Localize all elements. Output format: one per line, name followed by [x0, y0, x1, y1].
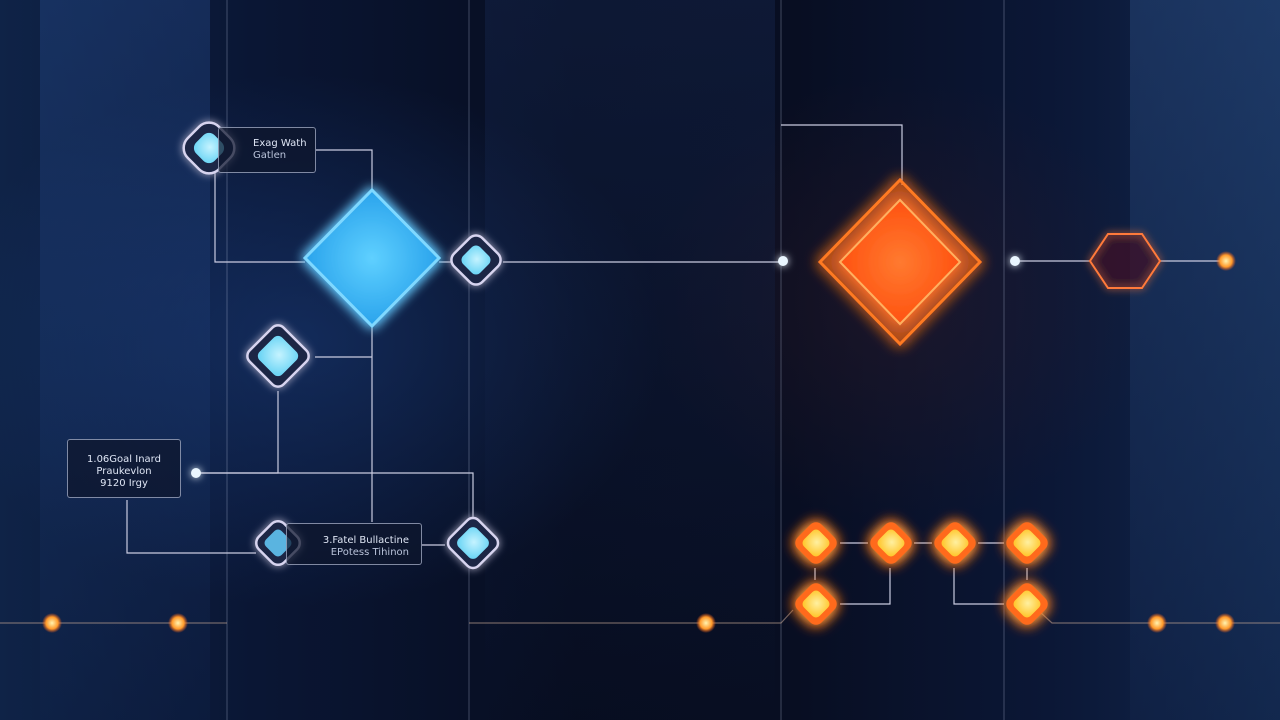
- wall-panel-right: [1130, 0, 1280, 720]
- wall-panel-left: [40, 0, 210, 720]
- glow-dot-1: [42, 613, 62, 633]
- yellow-node-5: [795, 583, 837, 625]
- connector-start-to-decision: [214, 160, 305, 263]
- connector-midnode-down: [196, 391, 279, 474]
- junction-dot-right: [1010, 256, 1020, 266]
- yellow-node-3: [934, 522, 976, 564]
- label-top-line1: Exag Wath: [253, 138, 307, 149]
- glow-dot-6: [1216, 251, 1236, 271]
- label-bottom-line1: 3.Fatel Bullactine: [322, 535, 409, 546]
- glow-dots: [42, 251, 1236, 633]
- yellow-nodes: [795, 522, 1048, 625]
- glow-dot-4: [1147, 613, 1167, 633]
- glow-dot-2: [168, 613, 188, 633]
- node-after-decision: [450, 234, 502, 286]
- label-left-line3: 9120 Irgy: [100, 478, 148, 489]
- baseline-center: [469, 609, 794, 624]
- baseline-right: [1039, 611, 1280, 624]
- decision-diamond-blue: [302, 187, 442, 329]
- connector-orange-top: [781, 124, 903, 185]
- decision-diamond-orange: [817, 177, 983, 347]
- label-left-line2: Praukevlon: [96, 466, 152, 477]
- label-left: 1.06Goal Inard Praukevlon 9120 Irgy: [67, 439, 181, 498]
- label-left-line1: 1.06Goal Inard: [87, 454, 161, 465]
- connector-leftbox-down: [126, 500, 256, 554]
- label-top-line2: Gatlen: [253, 150, 287, 161]
- divider-lines: [226, 0, 1005, 720]
- baseline: [0, 609, 1280, 624]
- glow-dot-3: [696, 613, 716, 633]
- junction-dot-left: [191, 468, 201, 478]
- wall-panel-center: [485, 0, 775, 720]
- yellow-node-2: [870, 522, 912, 564]
- connector-cluster-4: [840, 568, 891, 605]
- junction-dots: [191, 256, 1020, 478]
- yellow-node-6: [1006, 583, 1048, 625]
- yellow-node-1: [795, 522, 837, 564]
- label-bottom: 3.Fatel Bullactine EPotess Tihinon: [286, 523, 422, 565]
- node-bottom-right: [446, 516, 500, 570]
- node-mid-left: [246, 324, 310, 388]
- hexagon-node: [1088, 233, 1162, 289]
- connector-horizontal-473: [196, 472, 474, 518]
- label-top: Exag Wath Gatlen: [218, 127, 316, 173]
- connector-cluster-5: [953, 568, 1004, 605]
- glow-dot-5: [1215, 613, 1235, 633]
- yellow-node-4: [1006, 522, 1048, 564]
- connector-label-to-decision: [316, 149, 373, 190]
- junction-dot-center: [778, 256, 788, 266]
- label-bottom-line2: EPotess Tihinon: [330, 547, 409, 558]
- connector-lines: [126, 124, 1226, 605]
